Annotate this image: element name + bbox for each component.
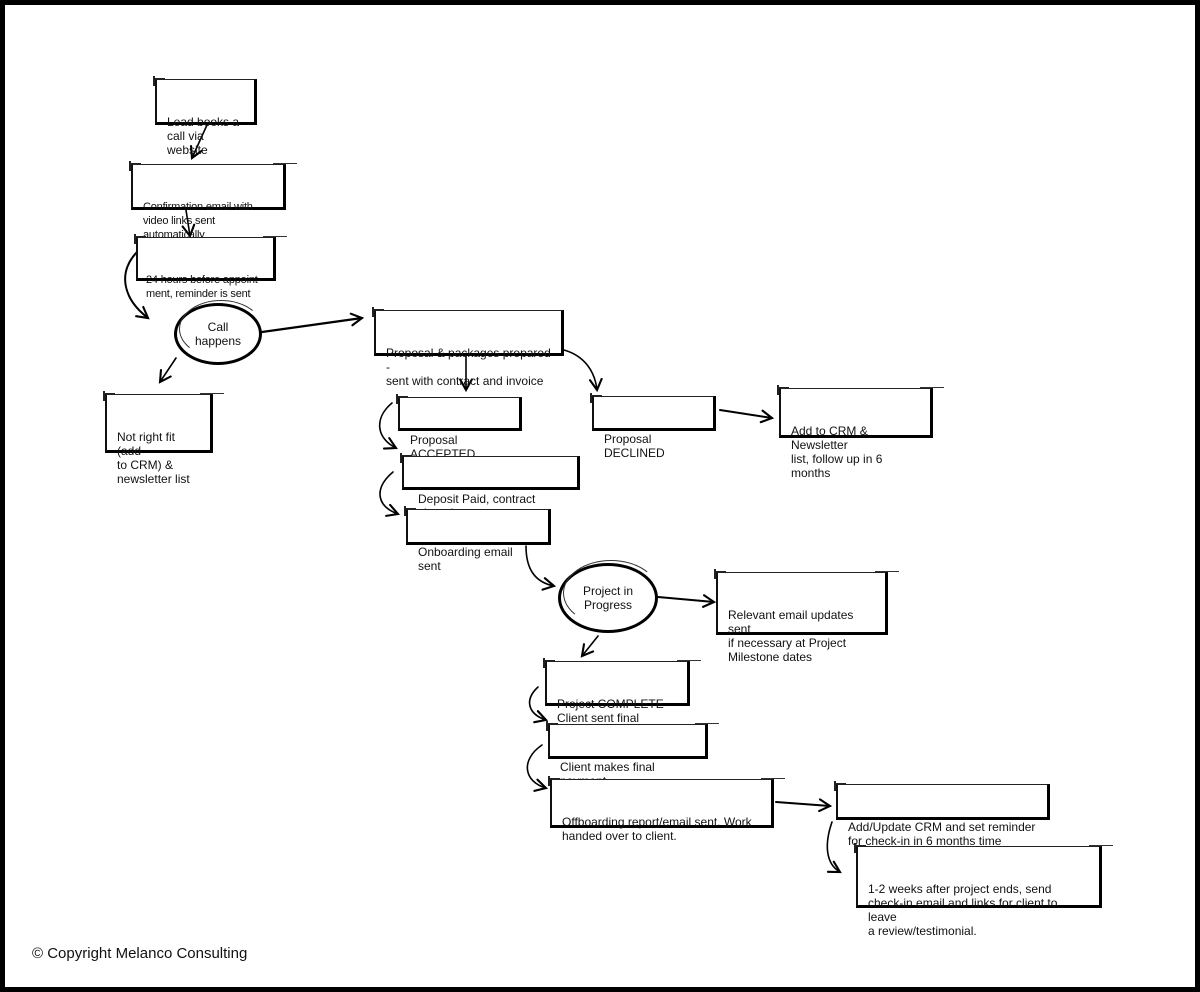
node-project-in-progress: Project in Progress	[558, 560, 659, 633]
node-offboarding-report: Offboarding report/email sent. Work hand…	[548, 776, 785, 843]
arrow-accepted-deposit	[378, 402, 398, 450]
arrow-inprogress-updates	[657, 594, 717, 608]
arrow-declined-addcrm	[719, 409, 775, 424]
node-project-complete: Project COMPLETE Client sent final invoi…	[543, 658, 701, 739]
arrow-lead-confirm	[189, 124, 208, 160]
node-email-updates-label: Relevant email updates sent if necessary…	[728, 608, 854, 664]
arrow-reminder-call	[124, 251, 150, 320]
node-onboarding-email-label: Onboarding email sent	[418, 545, 513, 573]
node-not-right-fit-label: Not right fit (add to CRM) & newsletter …	[117, 430, 190, 486]
node-check-in-email: 1-2 weeks after project ends, send check…	[854, 843, 1113, 938]
node-onboarding-email: Onboarding email sent	[404, 506, 551, 573]
arrow-proposal-declined	[563, 349, 603, 393]
arrow-offboarding-updatecrm	[775, 798, 833, 813]
node-check-in-email-label: 1-2 weeks after project ends, send check…	[868, 882, 1058, 938]
node-offboarding-report-label: Offboarding report/email sent. Work hand…	[562, 815, 752, 843]
arrow-onboarding-inprogress	[525, 545, 557, 591]
arrow-confirm-reminder	[181, 209, 196, 239]
node-confirmation-email: Confirmation email with video links sent…	[129, 161, 297, 241]
node-not-right-fit: Not right fit (add to CRM) & newsletter …	[103, 391, 224, 486]
node-proposal-declined: Proposal DECLINED	[590, 393, 716, 460]
node-add-to-crm-newsletter: Add to CRM & Newsletter list, follow up …	[777, 385, 944, 480]
node-email-updates: Relevant email updates sent if necessary…	[714, 569, 899, 664]
node-proposal-prepared-label: Proposal & packages prepared - sent with…	[386, 346, 551, 388]
node-call-happens: Call happens	[174, 300, 263, 365]
arrow-updatecrm-checkin	[826, 821, 842, 874]
node-update-crm-reminder: Add/Update CRM and set reminder for chec…	[834, 781, 1050, 848]
arrow-deposit-onboarding	[379, 471, 401, 517]
node-reminder-sent: 24 hours before appoint- ment, reminder …	[134, 234, 287, 300]
node-add-to-crm-newsletter-label: Add to CRM & Newsletter list, follow up …	[791, 424, 883, 480]
arrow-inprogress-complete	[580, 635, 599, 658]
node-reminder-sent-label: 24 hours before appoint- ment, reminder …	[146, 274, 262, 300]
arrow-call-proposal	[260, 312, 365, 334]
node-project-in-progress-label: Project in Progress	[582, 584, 634, 612]
node-update-crm-reminder-label: Add/Update CRM and set reminder for chec…	[848, 820, 1036, 848]
node-lead-books-call: Lead books a call via website	[153, 76, 257, 157]
arrow-complete-finalpay	[528, 686, 549, 724]
arrow-finalpay-offboarding	[526, 744, 549, 792]
copyright-notice: © Copyright Melanco Consulting	[32, 945, 248, 962]
node-deposit-paid: Deposit Paid, contract signed	[400, 453, 580, 520]
node-proposal-declined-label: Proposal DECLINED	[604, 432, 665, 460]
node-call-happens-label: Call happens	[194, 320, 242, 348]
node-proposal-accepted: Proposal ACCEPTED	[396, 394, 522, 461]
node-final-payment: Client makes final payment	[546, 721, 719, 788]
node-lead-books-call-label: Lead books a call via website	[167, 115, 240, 157]
node-proposal-prepared: Proposal & packages prepared - sent with…	[372, 307, 564, 388]
arrow-call-notfit	[158, 357, 177, 384]
